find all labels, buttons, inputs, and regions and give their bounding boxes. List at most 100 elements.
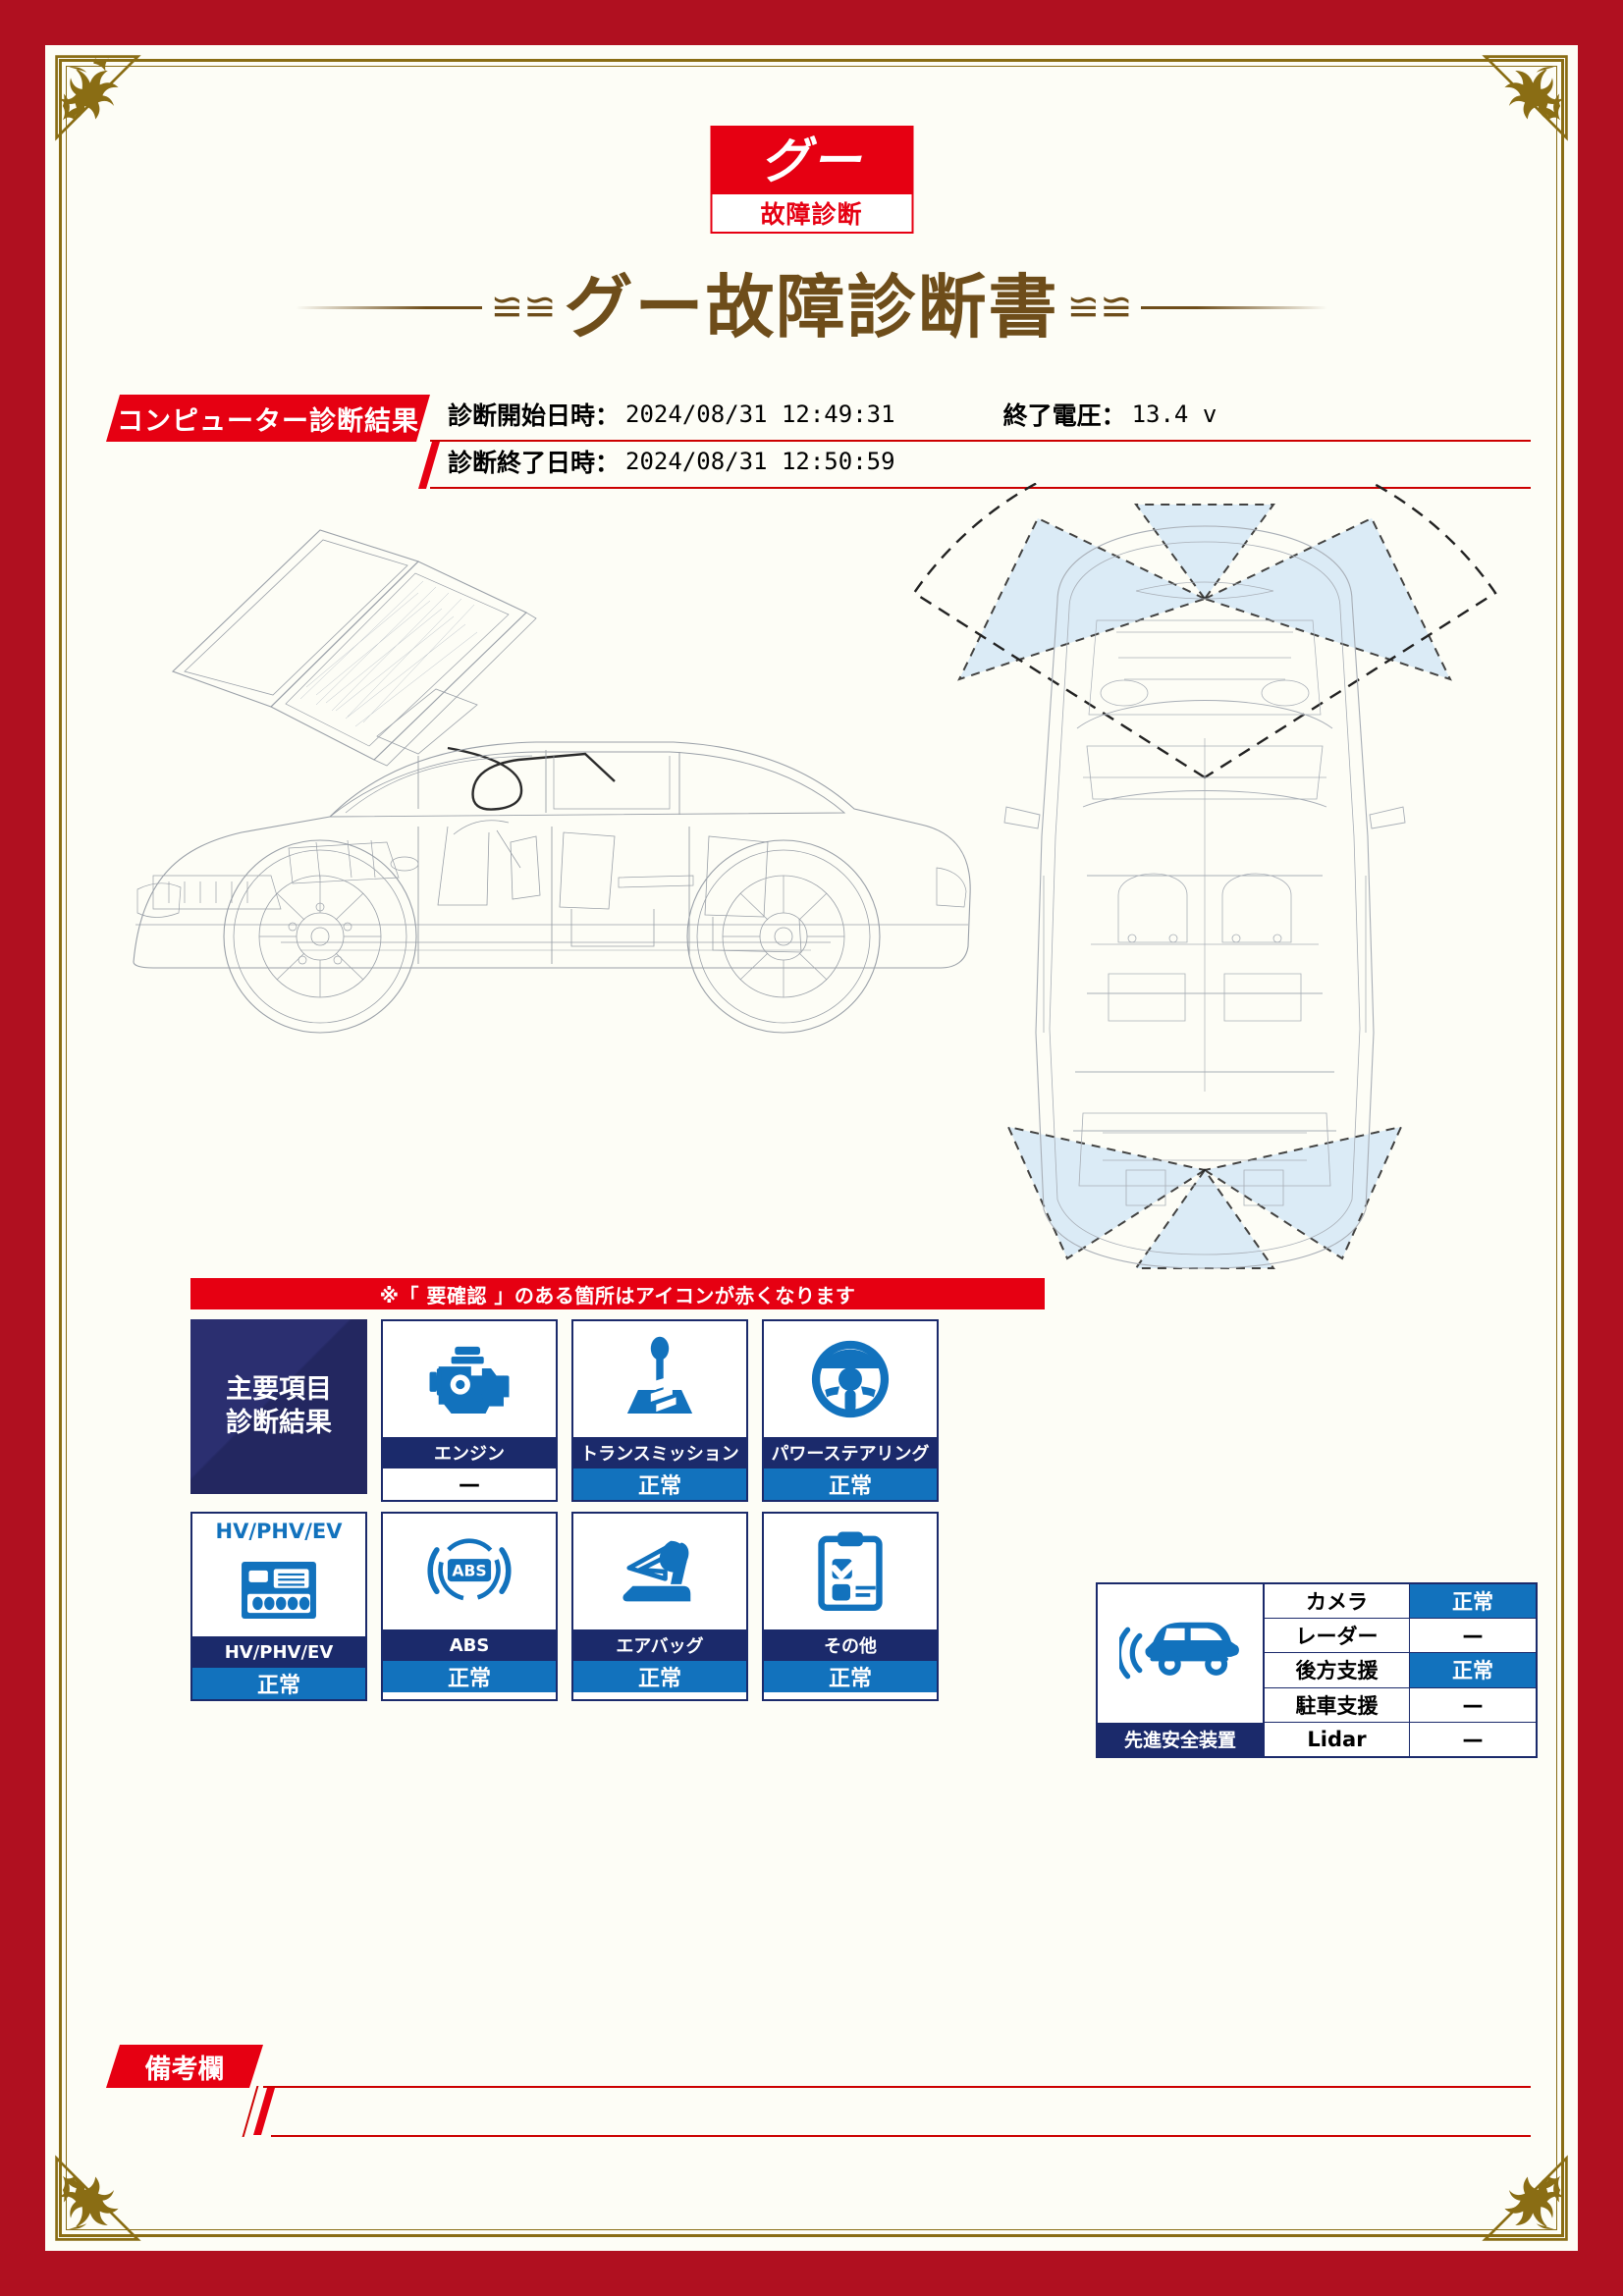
result-card-status: 正常 [383, 1661, 556, 1692]
adas-row[interactable]: 後方支援 正常 [1265, 1653, 1536, 1688]
result-card-status: 正常 [192, 1668, 365, 1699]
start-datetime-value: 2024/08/31 12:49:31 [625, 400, 895, 428]
main-results-grid: ※「 要確認 」のある箇所はアイコンが赤くなります 主要項目 診断結果 [190, 1278, 1045, 1701]
adas-rows: カメラ 正常 レーダー — 後方支援 正常 駐車支援 [1265, 1584, 1536, 1756]
adas-caption: 先進安全装置 [1098, 1722, 1263, 1756]
remarks-rule-bottom [271, 2135, 1531, 2137]
result-card-transmission[interactable]: トランスミッション 正常 [571, 1319, 748, 1502]
vehicle-illustrations [84, 483, 1539, 1308]
result-card-hv-phv-ev[interactable]: HV/PHV/EV [190, 1512, 367, 1701]
adas-row-name: Lidar [1265, 1722, 1410, 1756]
battery-module-icon [192, 1543, 365, 1636]
laptop-and-car-side-diagram [124, 503, 988, 1052]
adas-left-panel: 先進安全装置 [1098, 1584, 1265, 1756]
adas-row-status: 正常 [1410, 1653, 1536, 1687]
steering-wheel-icon [764, 1321, 937, 1437]
remarks-ribbon: 備考欄 [106, 2045, 263, 2088]
front-wheel [223, 839, 417, 1034]
ribbon-tail [418, 442, 440, 489]
remarks-section: 備考欄 [106, 2045, 1531, 2139]
result-card-status: 正常 [573, 1661, 746, 1692]
document-title-block: ≌≌ グー故障診断書 ≌≌ [84, 263, 1539, 351]
result-card-name: HV/PHV/EV [192, 1636, 365, 1668]
adas-row[interactable]: レーダー — [1265, 1619, 1536, 1654]
start-datetime-label: 診断開始日時： [448, 401, 621, 430]
remarks-diagonal-rule [242, 2086, 287, 2137]
flourish-left-icon: ≌≌ [490, 285, 557, 330]
ornament-corner-bottom-left-icon [53, 2155, 141, 2243]
adas-row[interactable]: 駐車支援 — [1265, 1687, 1536, 1723]
transmission-icon [573, 1321, 746, 1437]
svg-text:ABS: ABS [452, 1562, 486, 1580]
result-card-name: その他 [764, 1629, 937, 1661]
main-results-label: 主要項目 診断結果 [190, 1319, 367, 1494]
end-datetime-value: 2024/08/31 12:50:59 [625, 448, 895, 475]
result-card-status: — [383, 1468, 556, 1500]
result-card-name: エンジン [383, 1437, 556, 1468]
voltage-value: 13.4 v [1131, 400, 1217, 428]
advanced-safety-table: 先進安全装置 カメラ 正常 レーダー — 後方支援 正常 [1096, 1582, 1538, 1758]
result-card-status: 正常 [764, 1468, 937, 1500]
results-notice: ※「 要確認 」のある箇所はアイコンが赤くなります [190, 1278, 1045, 1309]
adas-row-name: カメラ [1265, 1584, 1410, 1619]
obd-cable [447, 746, 616, 811]
result-card-name: パワーステアリング [764, 1437, 937, 1468]
result-card-name: エアバッグ [573, 1629, 746, 1661]
airbag-seat-icon [573, 1514, 746, 1629]
sensor-range-outline [912, 483, 1497, 779]
remarks-rule-top [263, 2086, 1531, 2088]
result-card-name: トランスミッション [573, 1437, 746, 1468]
engine-icon [383, 1321, 556, 1437]
logo-caption: 故障診断 [712, 194, 911, 232]
voltage-label: 終了電圧： [1002, 401, 1126, 430]
start-datetime-row: 診断開始日時： 2024/08/31 12:49:31 終了電圧： 13.4 v [448, 397, 1531, 432]
adas-row-status: 正常 [1410, 1584, 1536, 1619]
page-title: グー故障診断書 [564, 267, 1059, 347]
car-top-wireframe [1003, 525, 1406, 1269]
title-rule-left [296, 305, 483, 309]
result-card-other[interactable]: その他 正常 [762, 1512, 939, 1701]
ornament-corner-bottom-right-icon [1482, 2155, 1570, 2243]
end-datetime-label: 診断終了日時： [448, 449, 621, 477]
result-card-airbag[interactable]: エアバッグ 正常 [571, 1512, 748, 1701]
adas-row-name: レーダー [1265, 1619, 1410, 1653]
adas-row-status: — [1410, 1687, 1536, 1722]
header-rule-1 [430, 440, 1531, 442]
adas-row-name: 後方支援 [1265, 1653, 1410, 1687]
result-card-status: 正常 [764, 1661, 937, 1692]
ornament-corner-top-right-icon [1482, 53, 1570, 141]
hv-top-label: HV/PHV/EV [215, 1520, 343, 1543]
abs-icon: ABS [383, 1514, 556, 1629]
adas-sensor-coverage-diagram [891, 483, 1519, 1308]
adas-row-status: — [1410, 1619, 1536, 1653]
car-sensor-icon [1098, 1584, 1263, 1723]
title-rule-right [1140, 305, 1327, 309]
results-row-1: 主要項目 診断結果 [190, 1319, 1045, 1502]
adas-row-name: 駐車支援 [1265, 1687, 1410, 1722]
gold-border-frame [59, 59, 1564, 2237]
results-row-2: HV/PHV/EV [190, 1512, 1045, 1701]
car-side-wireframe [133, 741, 971, 1034]
goo-logo: グー 故障診断 [710, 126, 913, 234]
ornament-corner-top-left-icon [53, 53, 141, 141]
computer-diagnosis-ribbon: コンピューター診断結果 [106, 395, 430, 442]
end-datetime-row: 診断終了日時： 2024/08/31 12:50:59 [448, 444, 1531, 479]
flourish-right-icon: ≌≌ [1066, 285, 1133, 330]
adas-row[interactable]: カメラ 正常 [1265, 1584, 1536, 1620]
result-card-abs[interactable]: ABS ABS 正常 [381, 1512, 558, 1701]
result-card-engine[interactable]: エンジン — [381, 1319, 558, 1502]
diagnosis-header: コンピューター診断結果 診断開始日時： 2024/08/31 12:49:31 … [106, 395, 1531, 493]
result-card-power-steering[interactable]: パワーステアリング 正常 [762, 1319, 939, 1502]
laptop-wireframe [171, 529, 537, 767]
adas-row-status: — [1410, 1722, 1536, 1756]
main-results-label-line2: 診断結果 [226, 1408, 332, 1438]
header-rule-2 [430, 487, 1531, 489]
adas-row[interactable]: Lidar — [1265, 1722, 1536, 1756]
rear-wheel [686, 839, 881, 1034]
result-card-name: ABS [383, 1629, 556, 1661]
result-card-status: 正常 [573, 1468, 746, 1500]
logo-mark: グー [760, 133, 863, 189]
clipboard-check-icon [764, 1514, 937, 1629]
report-sheet: グー 故障診断 ≌≌ グー故障診断書 ≌≌ コンピューター診断結果 診断開始日時… [45, 45, 1578, 2251]
